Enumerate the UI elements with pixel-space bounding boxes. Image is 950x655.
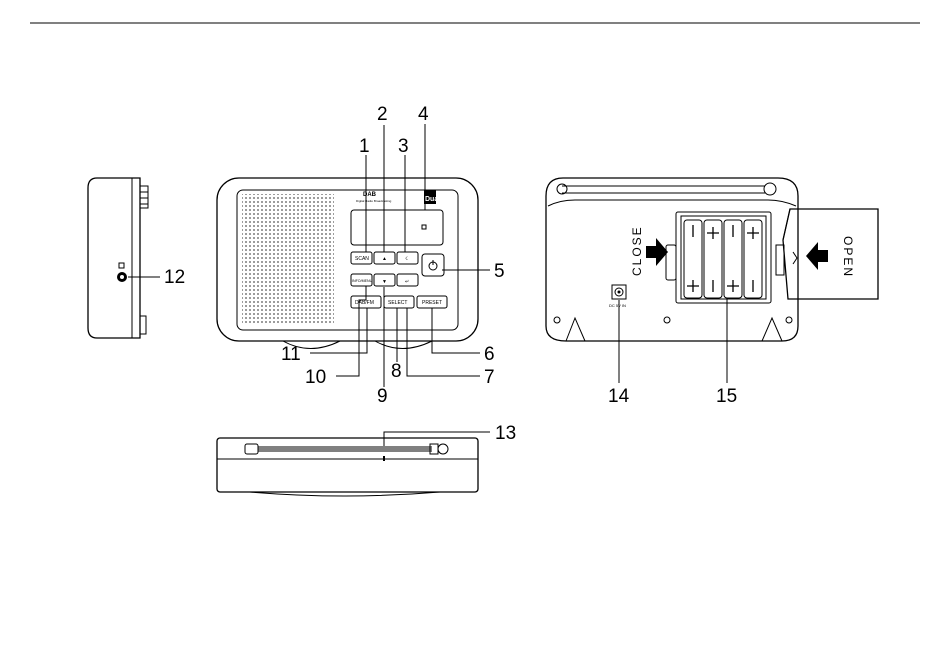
brand-label: Dual — [425, 196, 440, 203]
callout-13: 13 — [495, 423, 516, 444]
preset-label: PRESET — [422, 300, 442, 306]
dab-logo-sub: Digital Radio Broadcasting — [356, 199, 392, 203]
front-view: DAB Digital Radio Broadcasting Dual SCAN… — [217, 178, 478, 349]
antenna-tip-icon — [438, 444, 448, 454]
callout-1: 1 — [359, 136, 370, 157]
scan-label: SCAN — [355, 256, 369, 262]
callout-5: 5 — [494, 261, 505, 282]
speaker-grille — [242, 194, 334, 325]
close-arrow-icon — [646, 238, 668, 266]
open-label: OPEN — [841, 236, 855, 278]
top-view — [217, 438, 478, 496]
callout-8: 8 — [391, 361, 402, 382]
leader-lines — [128, 124, 727, 446]
open-arrow-icon — [806, 242, 828, 270]
callout-10: 10 — [305, 367, 326, 388]
callout-12: 12 — [164, 267, 185, 288]
callout-9: 9 — [377, 386, 388, 407]
rear-view: CLOSE OPEN DC 5V IN — [546, 178, 878, 341]
callout-14: 14 — [608, 386, 630, 407]
callout-7: 7 — [484, 367, 495, 388]
callout-11: 11 — [281, 344, 301, 365]
callout-6: 6 — [484, 344, 495, 365]
lcd-display — [351, 210, 443, 245]
close-label: CLOSE — [630, 225, 644, 276]
callout-4: 4 — [418, 104, 429, 125]
enter-icon: ↵ — [405, 279, 409, 285]
dc-input-label: DC 5V IN — [609, 303, 626, 308]
info-menu-label: INFO/MENU — [352, 279, 373, 283]
side-view — [88, 178, 148, 338]
callout-3: 3 — [398, 136, 409, 157]
up-arrow-icon: ▲ — [382, 256, 387, 262]
callout-2: 2 — [377, 104, 388, 125]
alarm-icon: ☇ — [405, 256, 408, 262]
select-label: SELECT — [388, 300, 407, 306]
down-arrow-icon: ▼ — [382, 279, 387, 285]
dab-logo: DAB — [363, 192, 377, 198]
dab-fm-label: DAB/FM — [355, 300, 374, 306]
antenna-pivot-icon — [764, 183, 776, 195]
callout-15: 15 — [716, 386, 737, 407]
battery-cover — [783, 209, 878, 299]
